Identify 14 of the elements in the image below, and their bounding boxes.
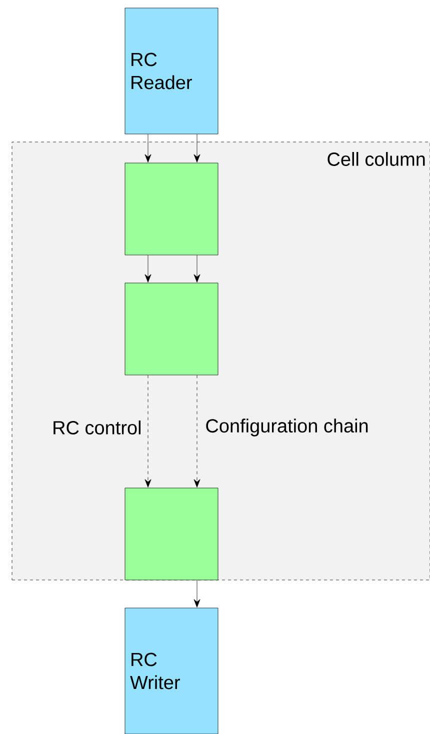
- process-box: RC Reader: [124, 8, 218, 134]
- arrow: [194, 375, 200, 488]
- arrow: [194, 580, 200, 608]
- arrow: [194, 134, 200, 162]
- cell-box: [124, 162, 218, 256]
- arrow: [194, 255, 200, 282]
- process-box: RC Writer: [124, 608, 218, 734]
- arrow: [144, 134, 152, 162]
- edge-label: RC control: [51, 420, 143, 436]
- arrow: [144, 375, 152, 488]
- edge-label: Configuration chain: [204, 418, 370, 438]
- cell-box: [124, 488, 218, 580]
- arrow: [144, 255, 152, 282]
- cell-box: [124, 282, 218, 376]
